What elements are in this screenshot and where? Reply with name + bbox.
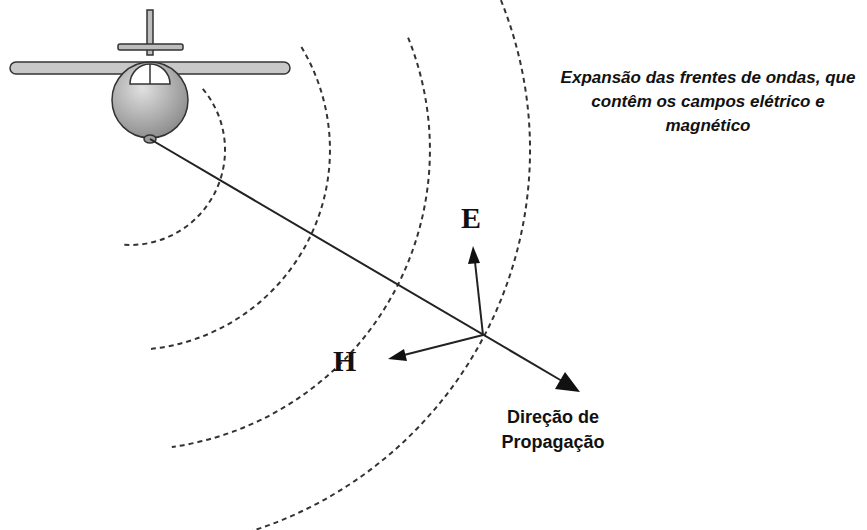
arrowhead	[388, 349, 407, 361]
wavefront-arc	[206, 0, 530, 530]
stabilizer	[118, 44, 183, 50]
wavefront-arc	[172, 38, 430, 447]
vector-label: E	[461, 202, 481, 234]
direction-label: Direção de Propagação	[478, 405, 628, 455]
propagation-line	[150, 139, 562, 381]
fuselage	[112, 62, 188, 138]
h-vector	[404, 335, 483, 355]
caption-note: Expansão das frentes de ondas, que contê…	[558, 66, 858, 138]
propagation-arrow	[150, 139, 580, 392]
vector-label: H	[333, 345, 356, 377]
airplane	[10, 10, 290, 143]
e-vector	[475, 262, 483, 335]
canopy	[130, 64, 170, 84]
field-vectors	[388, 246, 483, 361]
arrowhead	[555, 372, 580, 392]
canopy-frame	[149, 64, 151, 84]
arrowhead	[468, 246, 480, 264]
